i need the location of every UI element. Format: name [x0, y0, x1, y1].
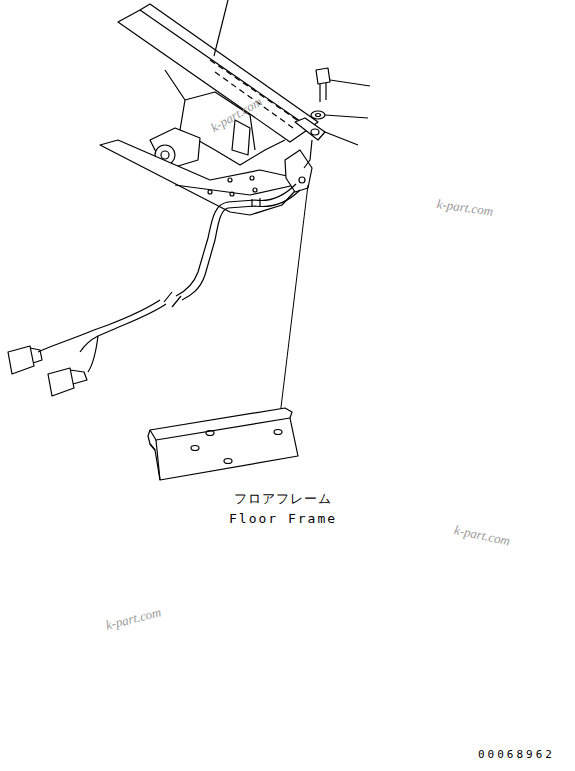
watermark: k-part.com — [453, 522, 512, 549]
part-name: Floor Frame — [229, 511, 337, 526]
part-name: フロアフレーム — [234, 490, 332, 508]
drawing-number: 00068962 — [478, 748, 555, 761]
watermark: k-part.com — [436, 196, 494, 220]
watermark: k-part.com — [104, 604, 163, 633]
